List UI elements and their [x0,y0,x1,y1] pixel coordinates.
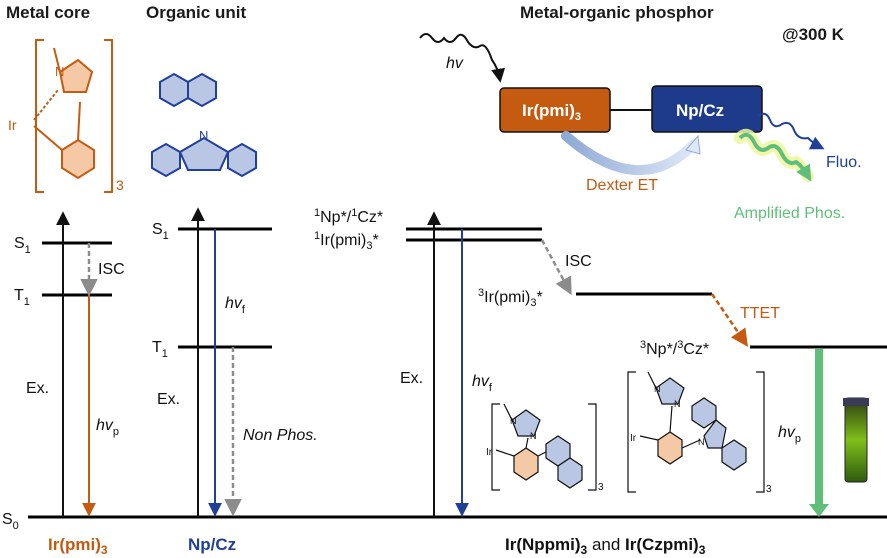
mc-t1-label: T1 [14,287,30,308]
header-phosphor: Metal-organic phosphor [520,3,714,22]
ph-hv-f-label: hvf [472,373,493,394]
naphthalene-structure [159,72,217,108]
ou-nonphos-label: Non Phos. [243,427,318,444]
amplified-photon [738,132,812,182]
phosphor-bottom-label: Ir(Nppmi)3 and Ir(Czpmi)3 [505,535,706,557]
ir-nppmi-structure: 3 N N Ir [486,403,604,493]
ir-atom: Ir [8,117,17,133]
ou-s1-label: S1 [152,221,169,242]
mc-s1-label: S1 [14,235,31,256]
amplified-photon-glow [734,128,814,182]
ph-hv-p-label: hvp [778,424,801,445]
fluo-photon [757,112,825,150]
mc-bottom-label: Ir(pmi)3 [48,535,108,557]
ph-phos-arrowhead [809,504,829,517]
ph-ex-label: Ex. [400,370,423,387]
bracket-count: 3 [116,177,124,193]
mol2-n2: N [674,399,681,409]
ou-bottom-label: Np/Cz [188,535,236,554]
carbazole-n-atom: N [199,128,208,143]
ttet-arrow [710,293,748,347]
carbazole-structure: N [151,128,257,178]
mol2-count: 3 [766,484,772,495]
ph-isc-arrow [540,239,572,296]
temperature-label: @300 K [782,25,845,44]
header-organic-unit: Organic unit [146,3,246,22]
s0-label: S0 [2,511,19,532]
fluo-label: Fluo. [826,154,862,171]
header-metal-core: Metal core [6,3,90,22]
n-atom: N [55,64,64,79]
mc-hv-label: hvp [96,417,119,438]
np-cz-box-label: Np/Cz [676,101,724,120]
ph-isc-label: ISC [565,253,592,270]
mol2-ir: Ir [630,433,637,444]
np-cz-box [651,85,763,133]
mol2-n1: N [654,384,661,394]
ir-t1-label: 3Ir(pmi)3* [478,287,543,309]
np-cz-s1-label: 1Np*/1Cz* [314,207,383,226]
ir-pmi-box-label: Ir(pmi)3 [522,101,581,123]
dexter-arrow [561,131,699,176]
mol2-n3: N [698,437,705,447]
ou-ex-label: Ex. [157,391,180,408]
mol1-count: 3 [598,482,604,493]
mc-ex-label: Ex. [26,380,49,397]
ttet-label: TTET [740,305,780,322]
photon-hv-label: hv [446,55,464,72]
np-t1-label: 3Np*/3Cz* [640,339,709,358]
emission-vial [843,397,869,483]
ir-s1-label: 1Ir(pmi)3* [314,230,379,252]
dexter-label: Dexter ET [586,177,658,194]
incoming-photon [419,33,506,83]
mc-isc-label: ISC [98,261,125,278]
ou-t1-label: T1 [152,339,168,360]
mol1-n1: N [510,416,517,426]
ir-pmi-structure: 3 N Ir [8,39,124,193]
mol1-ir: Ir [486,447,493,458]
amplified-label: Amplified Phos. [734,205,845,222]
ou-hv-label: hvf [225,295,246,316]
ir-czpmi-structure: 3 N N Ir N [627,371,772,495]
mol1-n2: N [530,431,537,441]
